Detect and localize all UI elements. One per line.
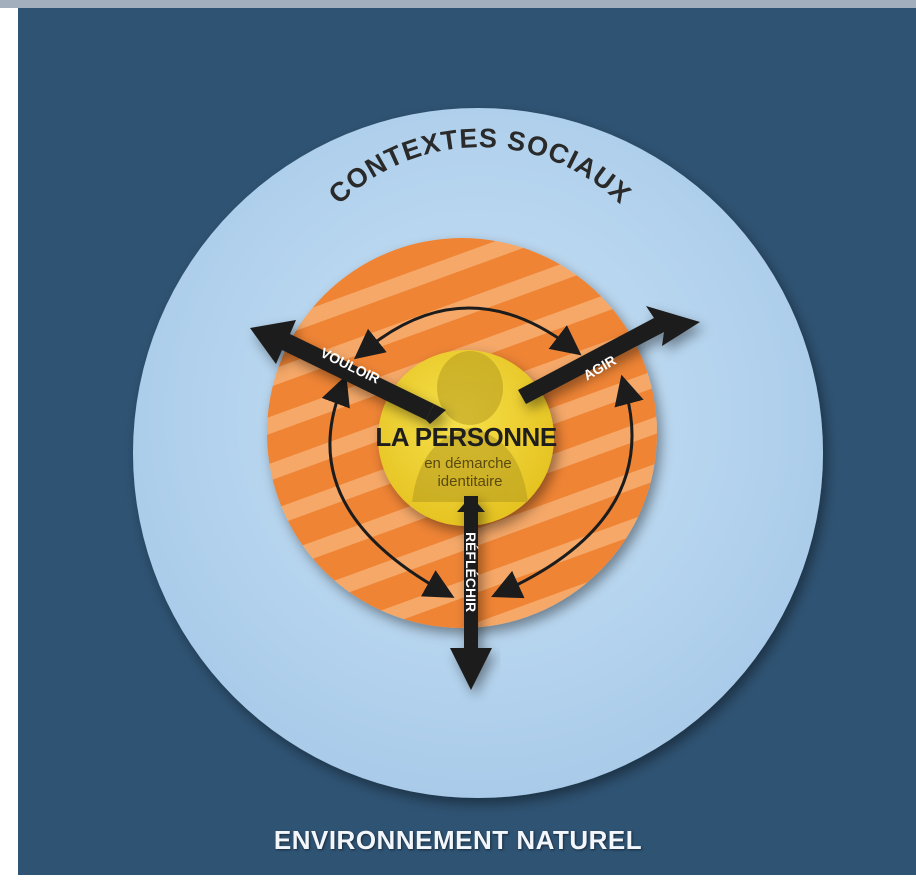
person-subtitle-line2: identitaire <box>437 473 502 490</box>
vouloir-arrow <box>250 320 446 424</box>
person-subtitle-line1: en démarche <box>424 455 512 472</box>
natural-environment-label: ENVIRONNEMENT NATUREL <box>273 825 643 855</box>
person-title: LA PERSONNE <box>375 422 556 452</box>
top-curved-arrow <box>353 306 582 360</box>
reflechir-label: RÉFLÉCHIR <box>463 532 479 612</box>
reflechir-arrow <box>450 496 492 690</box>
right-curved-arrow <box>491 374 644 599</box>
top-border <box>0 0 916 8</box>
left-curved-arrow <box>321 375 455 598</box>
agir-arrow <box>518 306 700 404</box>
